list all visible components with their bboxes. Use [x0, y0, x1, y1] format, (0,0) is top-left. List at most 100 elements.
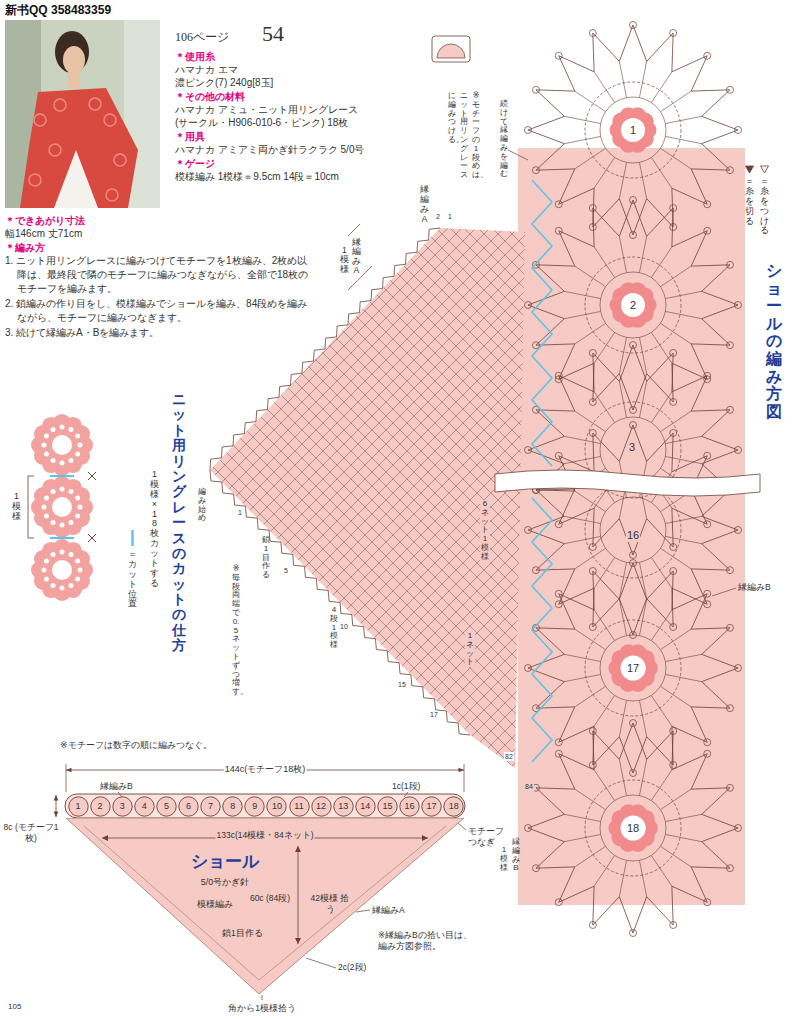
row-number: 5 — [284, 566, 288, 575]
dimension: 8c (モチーフ1枚) — [0, 822, 62, 844]
note-label: モチーフつなぎ — [468, 826, 508, 848]
ring-lace — [31, 476, 93, 538]
note-label: ※モチーフは数字の順に編みつなぐ。 — [60, 740, 212, 752]
section-heading: ＊できあがり寸法 — [5, 214, 85, 227]
note-label: 濃ピンク(7) 240g[8玉] — [175, 76, 273, 89]
cut-mark — [50, 537, 74, 539]
motif-circle: 1 — [68, 796, 89, 817]
photo — [5, 20, 160, 208]
motif-circle: 15 — [377, 796, 398, 817]
row-number: 82 — [504, 752, 514, 761]
motif-circle: 18 — [443, 796, 464, 817]
note-label: 模様編み 1模様＝9.5cm 14段＝10cm — [175, 170, 339, 183]
note-label: 1c(1段) — [392, 781, 420, 792]
shawl-motif — [89, 98, 101, 110]
row-number: 1 — [448, 212, 452, 221]
motif-number: 1 — [609, 106, 657, 154]
leader — [712, 588, 736, 596]
pattern-number: 54 — [262, 20, 284, 49]
note-label: 42模様 拾う — [310, 893, 350, 915]
legend-text: ＝カット位置 — [128, 550, 137, 609]
shawl-note: 5/0号かぎ針 — [201, 878, 250, 888]
motif-number: 15 — [382, 802, 392, 811]
note-label: 縁編みA — [372, 905, 405, 916]
motif-circle: 8 — [222, 796, 243, 817]
motif-band — [518, 148, 745, 905]
motif-number: 11 — [294, 802, 303, 811]
motif-circle: 7 — [200, 796, 221, 817]
shawl-motif — [104, 114, 116, 126]
motif-number: 18 — [627, 823, 639, 834]
row-number: 17 — [430, 710, 438, 719]
watermark: 新书QQ 358483359 — [5, 3, 111, 19]
row-number: 15 — [398, 680, 406, 689]
motif-number: 18 — [449, 802, 459, 811]
note-label: ※モチーフの1段めは、 — [472, 92, 480, 180]
leader — [262, 995, 263, 1000]
motif-circle: 5 — [156, 796, 177, 817]
motif-number: 10 — [272, 802, 282, 811]
section-heading: ＊用具 — [175, 130, 205, 143]
row-number: 1 — [238, 508, 242, 517]
note-label: 4段1模様 — [330, 606, 338, 650]
section-heading: ＊使用糸 — [175, 50, 215, 63]
shawl-motif — [114, 154, 126, 166]
section-title: ニット用リングレースのカットの仕方 — [172, 392, 186, 654]
motif-number: 17 — [627, 663, 639, 674]
motif-number: 9 — [252, 802, 257, 811]
motif-number: 17 — [608, 643, 658, 693]
motif-pattern — [525, 720, 742, 937]
instruction: 2. 鎖編みの作り目をし、模様編みでショールを編み、84段めを編みながら、モチー… — [5, 297, 317, 325]
note-label: 角から1模様拾う — [228, 1003, 296, 1014]
dimension: 2c(2段) — [338, 962, 366, 973]
motif-pattern — [525, 197, 742, 414]
schematic — [54, 764, 466, 1000]
dimension: 133c(14模様・84ネット) — [215, 830, 314, 841]
note-label: 1ネット — [465, 632, 475, 667]
note-label: 縁編みB — [738, 582, 771, 593]
motif-number: 1 — [75, 802, 80, 811]
shawl-motif — [54, 99, 66, 111]
cut-mark — [50, 475, 74, 477]
note-label: 幅146cm 丈71cm — [5, 227, 82, 240]
motif-number: 3 — [120, 802, 125, 811]
motif-number: 17 — [427, 802, 437, 811]
section-heading: ＊その他の材料 — [175, 90, 245, 103]
motif-number: 7 — [208, 802, 213, 811]
face — [63, 46, 85, 74]
leader — [356, 910, 370, 912]
motif-pattern — [525, 422, 742, 639]
motif-number: 18 — [608, 803, 658, 853]
edging — [210, 470, 470, 735]
leader — [306, 958, 336, 968]
note-label: 鎖1目作る — [262, 536, 270, 580]
note-label: 1模様 — [500, 846, 508, 872]
motif-number: 14 — [360, 802, 370, 811]
motif-circle: 12 — [311, 796, 332, 817]
page-number: 105 — [8, 1002, 21, 1012]
scissors — [88, 534, 96, 542]
note-label: 続けて縁編みを編む — [500, 100, 508, 179]
tick — [66, 764, 464, 792]
motif-circle: 16 — [399, 796, 420, 817]
motif-circle: 17 — [421, 796, 442, 817]
arrow-head — [54, 795, 59, 801]
ring-lace — [31, 414, 93, 476]
motif-number: 2 — [609, 281, 657, 329]
note-label: に編みつける。 — [448, 92, 456, 145]
note-label: ※縁編みBの拾い目は、編み方図参照。 — [378, 930, 478, 952]
joining-stitches — [532, 180, 552, 466]
motif-pattern — [525, 342, 742, 559]
motif-number: 6 — [186, 802, 191, 811]
neck — [68, 72, 80, 88]
row-number: 10 — [340, 622, 348, 631]
shawl-motif — [49, 144, 61, 156]
legend-sample — [746, 166, 754, 173]
shawl-title: ショール — [191, 853, 259, 872]
legend-text: ＝糸を切る — [745, 177, 754, 226]
scissors — [88, 472, 96, 480]
note-label: 編み始め — [198, 488, 206, 523]
motif-pattern — [525, 22, 742, 239]
motif-number: 2 — [98, 802, 103, 811]
